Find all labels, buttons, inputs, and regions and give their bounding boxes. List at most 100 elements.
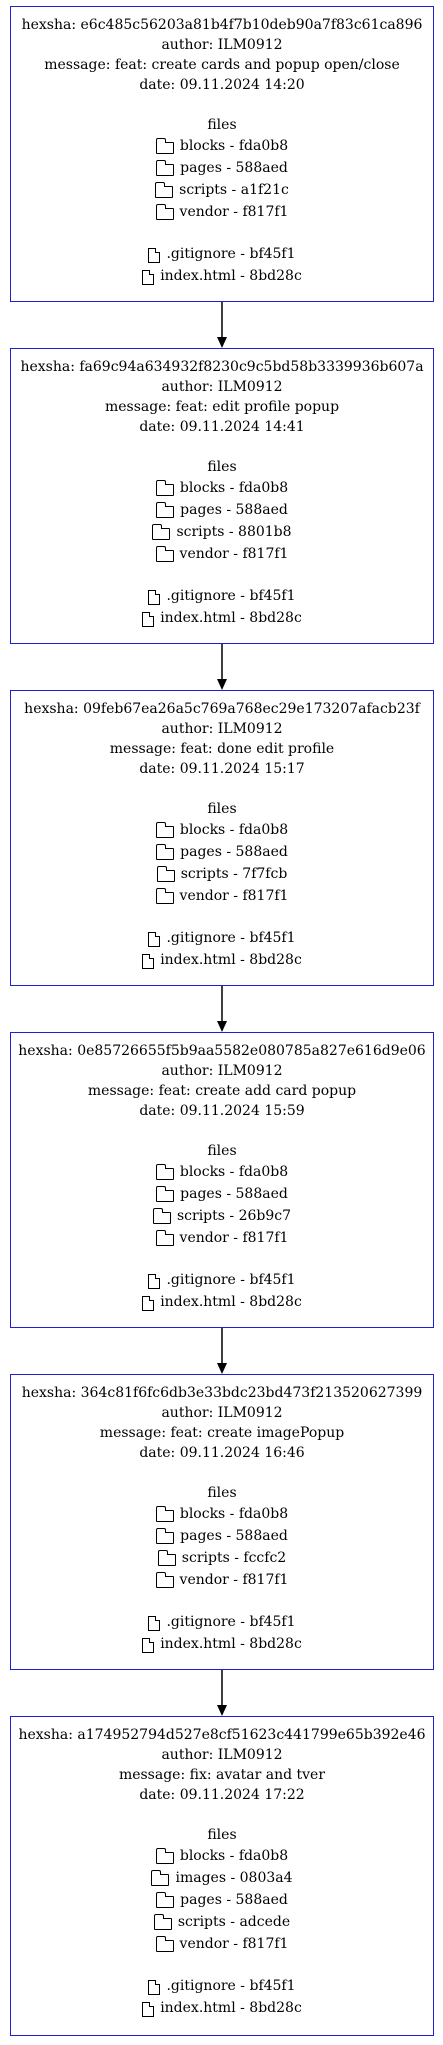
files-heading: files xyxy=(207,1143,237,1159)
file-entry: index.html - 8bd28c xyxy=(11,949,433,971)
folder-entry: scripts - 7f7fcb xyxy=(11,863,433,885)
folder-icon xyxy=(152,1208,171,1224)
commit-date: date: 09.11.2024 15:59 xyxy=(139,1103,305,1119)
entry-label: pages - 588aed xyxy=(180,844,288,860)
spacer xyxy=(11,1955,433,1975)
entry-label: scripts - fccfc2 xyxy=(181,1550,287,1566)
commit-hexsha: hexsha: 09feb67ea26a5c769a768ec29e173207… xyxy=(24,701,420,717)
entry-label: index.html - 8bd28c xyxy=(160,1294,302,1310)
folder-icon xyxy=(156,160,175,176)
commit-author: author: ILM0912 xyxy=(161,1405,283,1421)
commit-date: date: 09.11.2024 15:17 xyxy=(139,761,305,777)
folder-entry: pages - 588aed xyxy=(11,157,433,179)
folder-icon xyxy=(155,1848,174,1864)
entry-label: vendor - f817f1 xyxy=(179,1230,289,1246)
file-icon xyxy=(142,269,155,285)
folder-entry: blocks - fda0b8 xyxy=(11,135,433,157)
folder-icon xyxy=(155,546,174,562)
commit-author: author: ILM0912 xyxy=(161,379,283,395)
entry-label: pages - 588aed xyxy=(180,502,288,518)
entry-label: index.html - 8bd28c xyxy=(160,952,302,968)
entry-label: pages - 588aed xyxy=(180,1528,288,1544)
folder-entry: blocks - fda0b8 xyxy=(11,1845,433,1867)
folder-icon xyxy=(151,1870,170,1886)
entry-label: vendor - f817f1 xyxy=(179,546,289,562)
commit-date: date: 09.11.2024 16:46 xyxy=(139,1445,305,1461)
entry-label: .gitignore - bf45f1 xyxy=(166,930,296,946)
entry-label: blocks - fda0b8 xyxy=(179,1848,289,1864)
entry-label: blocks - fda0b8 xyxy=(179,138,289,154)
entry-label: .gitignore - bf45f1 xyxy=(166,246,296,262)
folder-icon xyxy=(155,204,174,220)
entry-label: blocks - fda0b8 xyxy=(179,822,289,838)
commit-message: message: feat: create imagePopup xyxy=(99,1425,345,1441)
folder-entry: pages - 588aed xyxy=(11,1525,433,1547)
commit-message: message: fix: avatar and tver xyxy=(118,1767,326,1783)
folder-icon xyxy=(155,480,174,496)
files-heading: files xyxy=(207,1827,237,1843)
commit-hexsha: hexsha: e6c485c56203a81b4f7b10deb90a7f83… xyxy=(21,17,423,33)
edge-arrowhead xyxy=(217,337,227,348)
commit-node: hexsha: 0e85726655f5b9aa5582e080785a827e… xyxy=(10,1032,434,1328)
file-entry: .gitignore - bf45f1 xyxy=(11,1269,433,1291)
entry-label: scripts - 7f7fcb xyxy=(180,866,288,882)
entry-label: pages - 588aed xyxy=(180,160,288,176)
commit-message: message: feat: done edit profile xyxy=(109,741,335,757)
folder-entry: pages - 588aed xyxy=(11,499,433,521)
commit-hexsha: hexsha: a174952794d527e8cf51623c441799e6… xyxy=(18,1727,426,1743)
commit-hexsha: hexsha: fa69c94a634932f8230c9c5bd58b3339… xyxy=(20,359,424,375)
entry-label: vendor - f817f1 xyxy=(179,1936,289,1952)
entry-label: .gitignore - bf45f1 xyxy=(166,588,296,604)
spacer xyxy=(11,1121,433,1141)
entry-label: images - 0803a4 xyxy=(175,1870,293,1886)
folder-icon xyxy=(155,822,174,838)
folder-icon xyxy=(155,1936,174,1952)
entry-label: index.html - 8bd28c xyxy=(160,610,302,626)
entry-label: scripts - adcede xyxy=(177,1914,291,1930)
file-icon xyxy=(148,931,161,947)
folder-entry: scripts - adcede xyxy=(11,1911,433,1933)
file-entry: index.html - 8bd28c xyxy=(11,265,433,287)
folder-entry: vendor - f817f1 xyxy=(11,201,433,223)
folder-icon xyxy=(155,1572,174,1588)
entry-label: pages - 588aed xyxy=(180,1186,288,1202)
entry-label: vendor - f817f1 xyxy=(179,204,289,220)
file-entry: index.html - 8bd28c xyxy=(11,607,433,629)
folder-icon xyxy=(156,1186,175,1202)
folder-icon xyxy=(155,182,174,198)
folder-entry: images - 0803a4 xyxy=(11,1867,433,1889)
edge-arrowhead xyxy=(217,1363,227,1374)
folder-entry: vendor - f817f1 xyxy=(11,1933,433,1955)
spacer xyxy=(11,907,433,927)
folder-icon xyxy=(153,1914,172,1930)
commit-node: hexsha: 364c81f6fc6db3e33bdc23bd473f2135… xyxy=(10,1374,434,1670)
entry-label: index.html - 8bd28c xyxy=(160,1636,302,1652)
files-heading: files xyxy=(207,459,237,475)
files-heading: files xyxy=(207,1485,237,1501)
file-icon xyxy=(148,1273,161,1289)
entry-label: .gitignore - bf45f1 xyxy=(166,1272,296,1288)
file-icon xyxy=(148,247,161,263)
folder-icon xyxy=(156,866,175,882)
file-icon xyxy=(148,1979,161,1995)
folder-entry: pages - 588aed xyxy=(11,1183,433,1205)
folder-icon xyxy=(156,1892,175,1908)
entry-label: vendor - f817f1 xyxy=(179,1572,289,1588)
file-entry: index.html - 8bd28c xyxy=(11,1633,433,1655)
edge-arrowhead xyxy=(217,1705,227,1716)
spacer xyxy=(11,565,433,585)
files-heading: files xyxy=(207,801,237,817)
folder-entry: pages - 588aed xyxy=(11,841,433,863)
folder-entry: scripts - fccfc2 xyxy=(11,1547,433,1569)
folder-entry: pages - 588aed xyxy=(11,1889,433,1911)
folder-entry: scripts - 8801b8 xyxy=(11,521,433,543)
entry-label: index.html - 8bd28c xyxy=(160,268,302,284)
folder-icon xyxy=(155,1506,174,1522)
spacer xyxy=(11,95,433,115)
commit-node: hexsha: e6c485c56203a81b4f7b10deb90a7f83… xyxy=(10,6,434,302)
file-icon xyxy=(142,953,155,969)
commit-date: date: 09.11.2024 14:20 xyxy=(139,77,305,93)
file-icon xyxy=(142,1295,155,1311)
file-entry: .gitignore - bf45f1 xyxy=(11,927,433,949)
